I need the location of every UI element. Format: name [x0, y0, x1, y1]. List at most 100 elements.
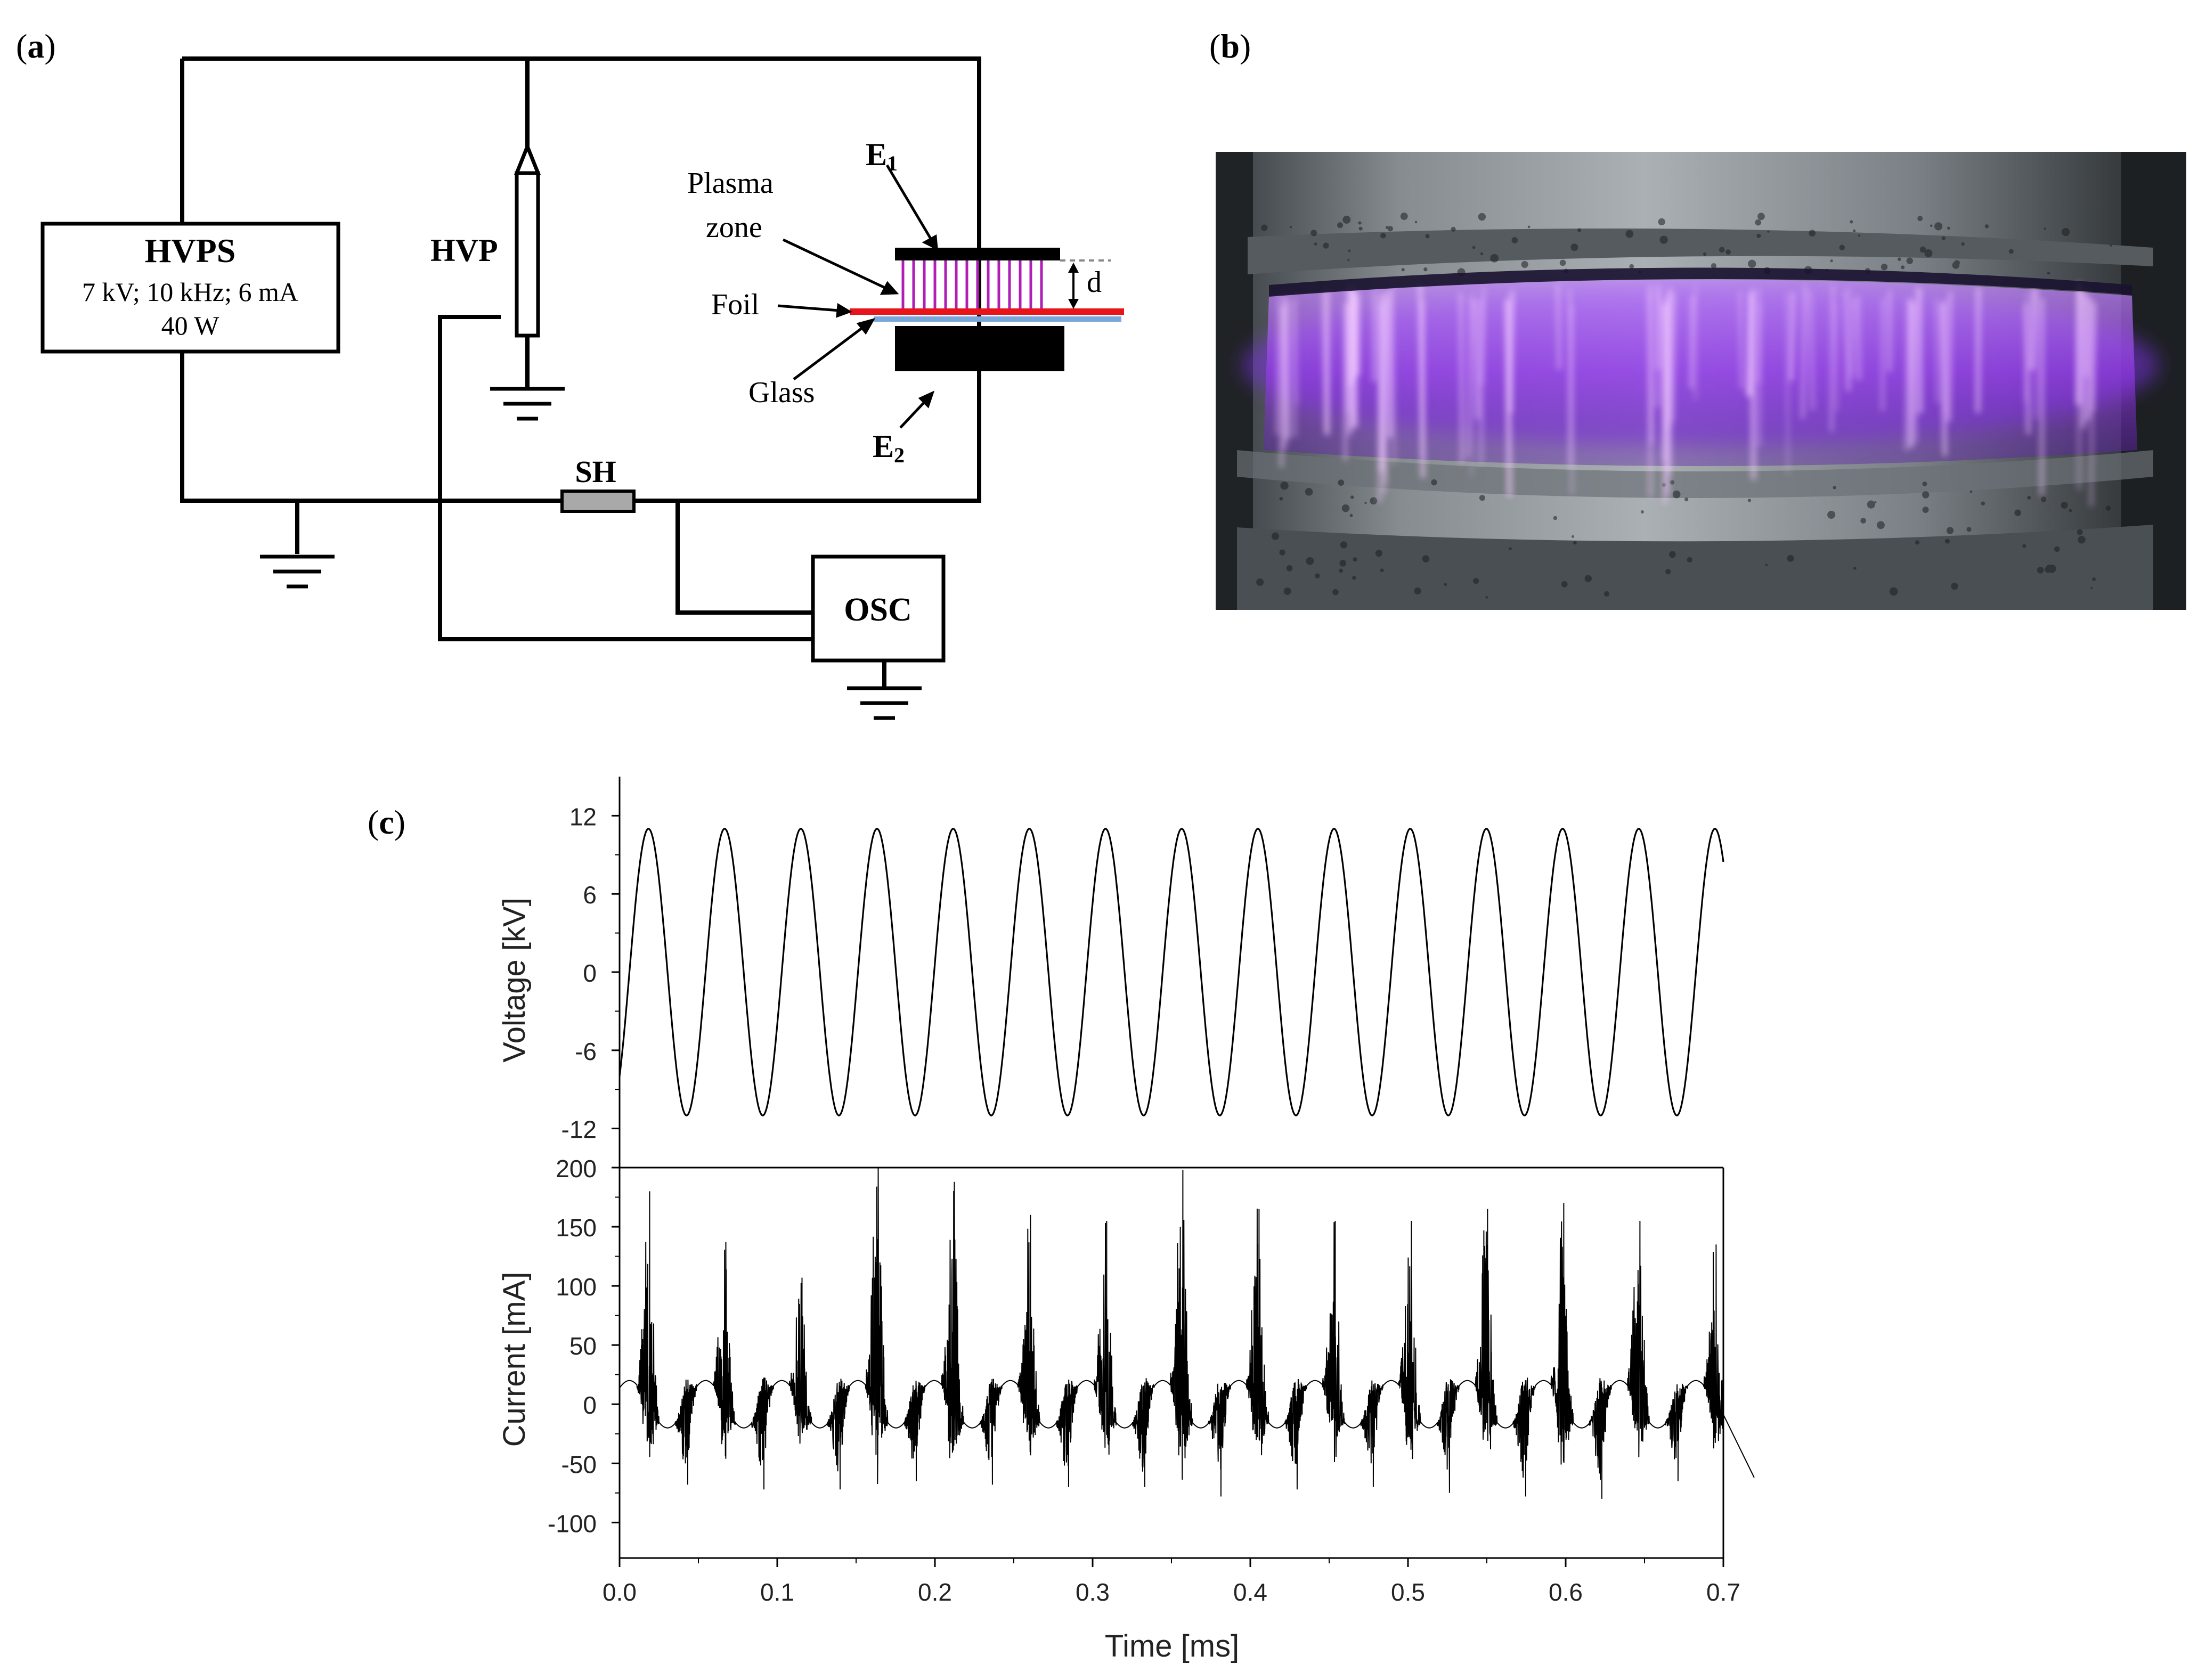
plasma-zone-label-2: zone: [706, 211, 762, 244]
discharge-streak: [1756, 303, 1762, 384]
surface-speck: [1748, 259, 1756, 268]
plasma-zone-label-1: Plasma: [687, 167, 774, 200]
discharge-streak: [1881, 297, 1884, 411]
surface-speck: [1341, 504, 1350, 512]
surface-speck: [1703, 252, 1707, 256]
panel-b-label: (b): [1209, 27, 1251, 65]
surface-speck: [2092, 577, 2096, 581]
surface-speck: [2077, 529, 2083, 535]
surface-speck: [1423, 267, 1428, 272]
e1-label: E1: [866, 137, 898, 175]
voltage-ytick-label: 6: [583, 881, 597, 909]
surface-speck: [1289, 226, 1292, 229]
surface-speck: [1337, 222, 1344, 229]
discharge-streak: [1352, 291, 1356, 380]
surface-speck: [1339, 559, 1347, 567]
surface-speck: [1747, 499, 1752, 502]
surface-speck: [1877, 521, 1885, 529]
time-xtick-label: 0.4: [1233, 1578, 1267, 1606]
ground-symbol-osc: [847, 686, 922, 720]
discharge-streak: [1801, 285, 1806, 419]
current-ytick-label: 100: [556, 1273, 597, 1301]
surface-speck: [1687, 557, 1692, 563]
surface-speck: [1375, 550, 1382, 557]
surface-speck: [1364, 502, 1367, 504]
surface-speck: [1280, 482, 1289, 490]
surface-speck: [1479, 495, 1485, 501]
discharge-streak: [1940, 303, 1947, 456]
surface-speck: [1951, 582, 1958, 590]
time-xlabel: Time [ms]: [1105, 1629, 1239, 1663]
surface-speck: [1765, 564, 1768, 567]
discharge-streak: [1390, 283, 1396, 466]
surface-speck: [1400, 213, 1408, 220]
surface-speck: [1571, 535, 1574, 538]
discharge-streak: [1291, 299, 1297, 438]
time-xtick-label: 0.6: [1549, 1578, 1583, 1606]
surface-speck: [1672, 490, 1681, 499]
surface-speck: [1755, 219, 1762, 226]
surface-speck: [1352, 575, 1356, 580]
panel-a-label: (a): [16, 27, 56, 65]
surface-speck: [2022, 544, 2026, 548]
surface-speck: [1669, 551, 1676, 558]
surface-speck: [1414, 221, 1418, 224]
discharge-streak: [1935, 298, 1939, 403]
surface-speck: [1422, 555, 1430, 562]
surface-speck: [1305, 488, 1313, 496]
discharge-streak: [1459, 292, 1463, 464]
surface-speck: [1917, 216, 1923, 222]
dbd-reactor: [850, 248, 1124, 371]
e2-label: E2: [873, 429, 905, 467]
discharge-streak: [1280, 304, 1284, 468]
discharge-streak: [1904, 297, 1910, 452]
surface-speck: [1906, 257, 1913, 264]
glass-strip: [874, 316, 1121, 322]
surface-speck: [1353, 557, 1357, 562]
hvp-label: HVP: [430, 233, 498, 268]
surface-speck: [1584, 575, 1592, 582]
discharge-streak: [1294, 288, 1299, 405]
surface-speck: [1629, 264, 1634, 269]
surface-speck: [1350, 495, 1354, 499]
current-ytick-label: 50: [569, 1332, 597, 1360]
surface-speck: [2044, 227, 2046, 230]
surface-speck: [1922, 491, 1930, 499]
discharge-streak: [1789, 291, 1795, 381]
shunt-label: SH: [575, 454, 616, 489]
surface-speck: [1947, 226, 1950, 230]
discharge-streak: [1275, 293, 1282, 436]
surface-speck: [1473, 578, 1479, 584]
discharge-streak: [1667, 288, 1673, 475]
surface-speck: [1480, 252, 1484, 256]
surface-speck: [1981, 501, 1985, 506]
panel-c-label: (c): [368, 803, 405, 841]
discharge-streak: [2034, 286, 2039, 420]
surface-speck: [1271, 532, 1280, 540]
current-ytick-label: -50: [561, 1450, 597, 1478]
foil-strip: [850, 308, 1124, 315]
surface-speck: [1451, 226, 1456, 232]
discharge-streak: [1808, 291, 1814, 411]
discharge-streak: [2030, 288, 2036, 371]
discharge-streak: [1851, 299, 1854, 378]
surface-speck: [1283, 587, 1291, 595]
surface-speck: [1256, 578, 1264, 586]
discharge-streak: [1943, 299, 1947, 414]
surface-speck: [2037, 567, 2044, 574]
surface-speck: [1767, 230, 1770, 233]
voltage-series-line: [618, 828, 1724, 1116]
surface-speck: [1670, 480, 1675, 485]
current-series-line: [619, 1167, 1755, 1499]
surface-speck: [1339, 568, 1344, 573]
surface-speck: [1853, 567, 1857, 570]
discharge-photo: [1216, 152, 2186, 610]
surface-speck: [1314, 242, 1317, 246]
surface-speck: [1358, 221, 1362, 225]
surface-speck: [1577, 228, 1582, 232]
surface-speck: [1874, 501, 1877, 504]
current-ytick-label: 150: [556, 1214, 597, 1242]
discharge-streak: [1285, 299, 1290, 440]
